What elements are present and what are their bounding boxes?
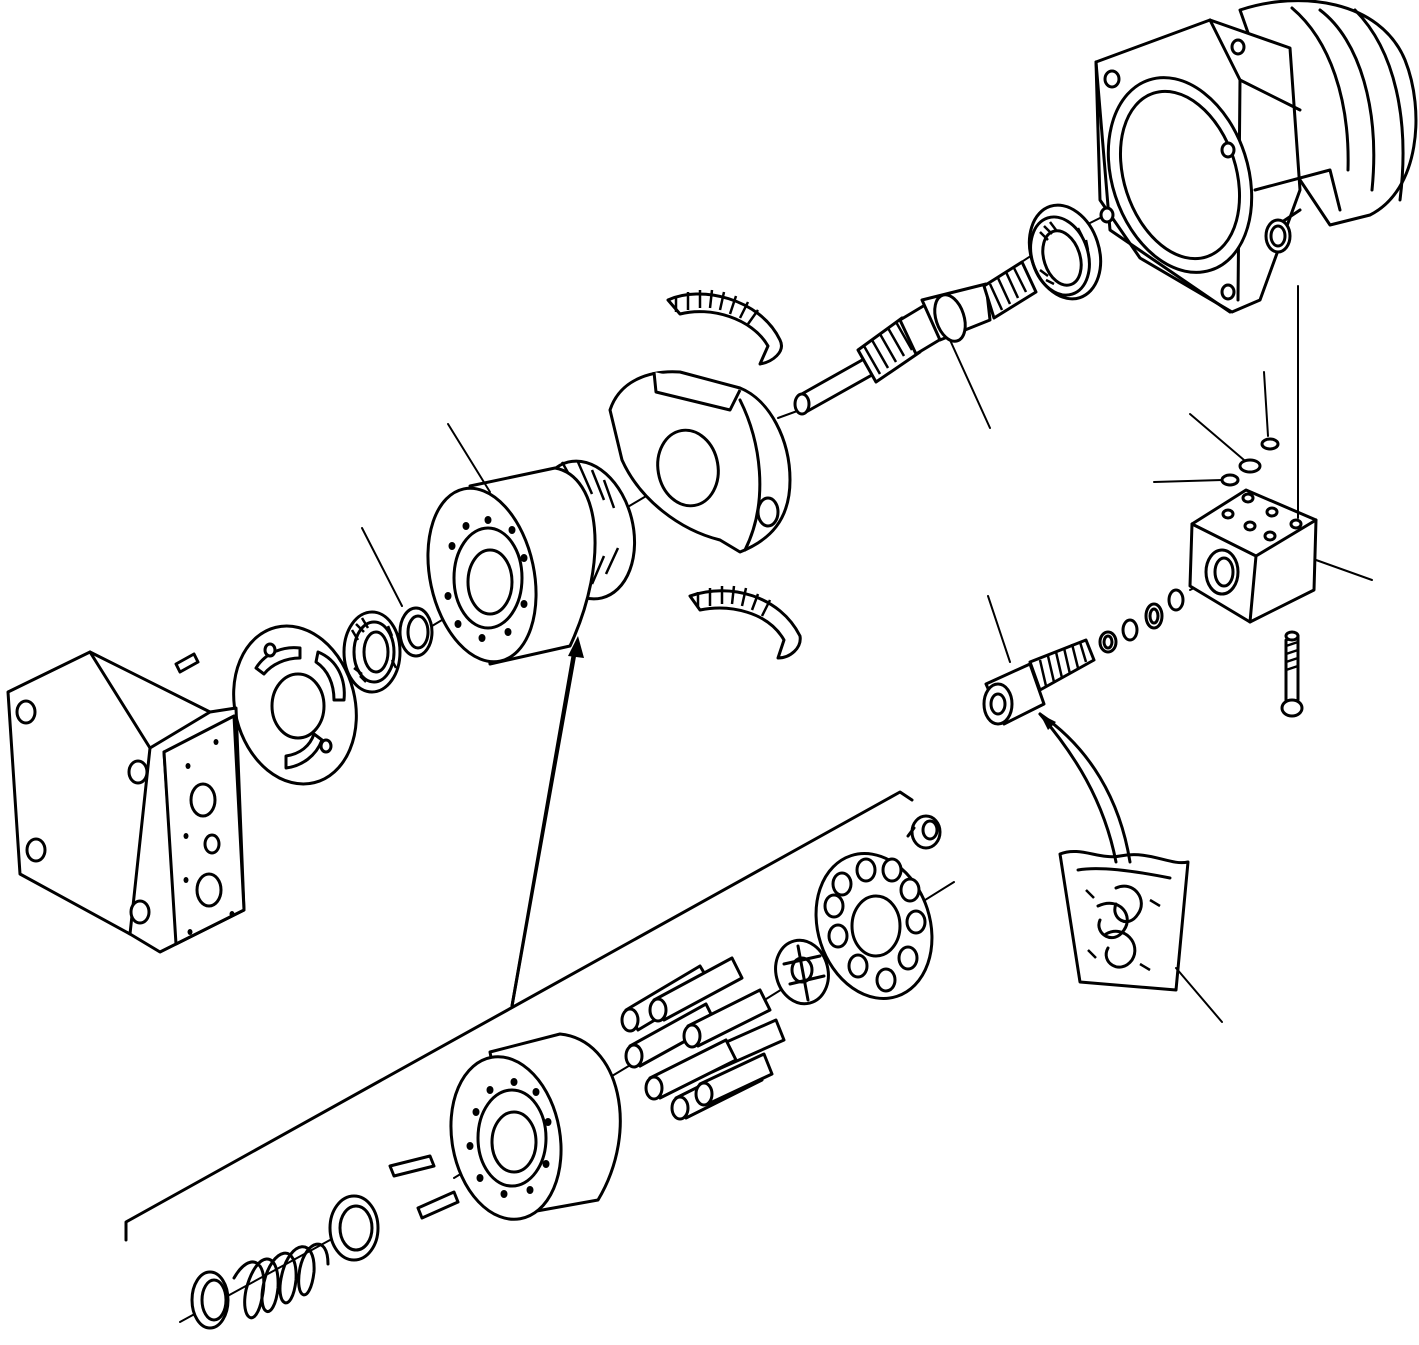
needle-bearing-icon-lower xyxy=(688,585,802,660)
detail-pins-icon xyxy=(388,1154,460,1220)
cartridge-valve-icon xyxy=(982,638,1096,726)
seal-kit-bag-icon xyxy=(1058,849,1190,992)
piston-rotor-icon xyxy=(426,459,637,666)
snap-ring-callout xyxy=(361,527,403,607)
detail-retainer-plate-icon xyxy=(814,852,934,1000)
valve-block-callout xyxy=(1315,559,1373,581)
valve-block-icon xyxy=(1188,488,1318,624)
pin-icon xyxy=(174,652,200,674)
snap-ring-icon xyxy=(398,606,434,658)
flange-housing-icon xyxy=(1094,0,1418,314)
seal-kit-arrow xyxy=(1038,712,1132,864)
seal-kit-arrowhead xyxy=(1040,714,1056,730)
tapered-bearing-icon xyxy=(1027,203,1103,301)
end-cover-icon xyxy=(6,650,246,954)
needle-bearing-icon-upper xyxy=(666,289,783,366)
detail-spring-icon xyxy=(190,1194,380,1330)
detail-cylinder-block-icon xyxy=(449,1032,622,1221)
exploded-detail-icon xyxy=(124,636,914,1242)
rotor-callout xyxy=(447,423,491,493)
ball-bearing-icon xyxy=(342,610,402,694)
bolt-icon xyxy=(1280,630,1304,718)
cartridge-callout xyxy=(987,595,1011,663)
detail-pivot-icon xyxy=(906,814,942,850)
o-ring-callouts xyxy=(1153,371,1269,483)
splined-shaft-icon xyxy=(793,260,1038,416)
valve-plate-icon xyxy=(232,624,358,786)
detail-ball-guide-icon xyxy=(774,938,830,1006)
detail-pistons-icon xyxy=(620,956,786,1121)
seal-kit-arrow-2 xyxy=(1038,712,1118,864)
swash-plate-icon xyxy=(608,370,792,554)
seal-kit-callout xyxy=(1175,967,1223,1023)
o-ring-icon xyxy=(1098,437,1280,654)
shaft-callout xyxy=(949,339,991,429)
